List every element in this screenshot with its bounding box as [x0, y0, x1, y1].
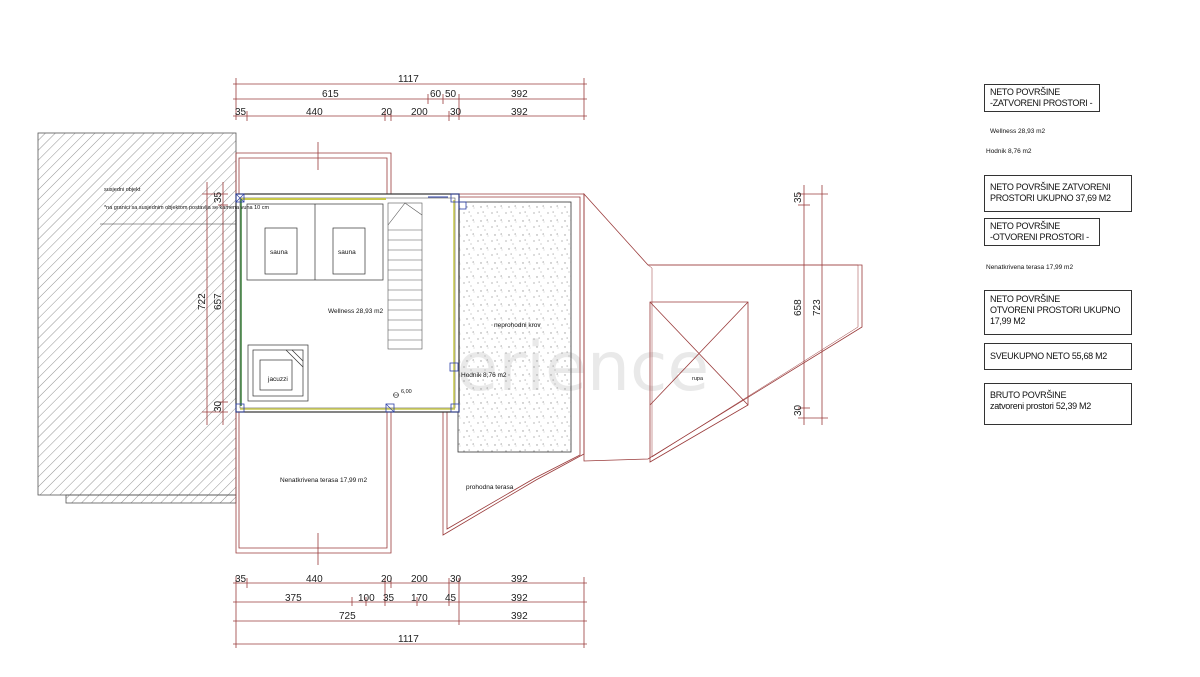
dim-top-35: 35	[235, 107, 247, 118]
dim-bot-375: 375	[285, 593, 302, 604]
level-marker	[393, 392, 399, 398]
dim-top-392b: 392	[511, 107, 528, 118]
dim-bot-200: 200	[411, 574, 428, 585]
right-dimensions	[798, 185, 828, 425]
label-sauna-1: sauna	[270, 249, 288, 256]
label-walkable-terrace: prohodna terasa	[466, 484, 514, 491]
dim-top-392a: 392	[511, 89, 528, 100]
legend-wellness-line: Wellness 28,93 m2	[990, 128, 1046, 135]
sauna-rooms	[246, 203, 384, 281]
dim-right-35: 35	[793, 191, 804, 203]
dim-top-200: 200	[411, 107, 428, 118]
left-dimensions	[202, 182, 228, 425]
top-dimensions	[233, 78, 587, 121]
dim-bot-440: 440	[306, 574, 323, 585]
dim-bot-35: 35	[235, 574, 247, 585]
legend-terrace-line: Nenatkrivena terasa 17,99 m2	[986, 264, 1074, 271]
dim-top-total: 1117	[398, 74, 419, 85]
dim-left-35: 35	[213, 191, 224, 203]
label-wellness: Wellness 28,93 m2	[328, 308, 384, 315]
dim-top-615: 615	[322, 89, 339, 100]
bottom-dimensions	[233, 577, 587, 648]
terrace-outlines	[235, 142, 863, 565]
label-roof: neprohodni krov	[494, 322, 541, 329]
dim-top-20: 20	[381, 107, 393, 118]
dim-bot-725: 725	[339, 611, 356, 622]
dim-bot-170: 170	[411, 593, 428, 604]
dim-bot-30: 30	[450, 574, 462, 585]
jacuzzi-tub	[247, 344, 309, 402]
legend-gross: BRUTO POVRŠINE zatvoreni prostori 52,39 …	[984, 383, 1132, 425]
label-level: 6,00	[401, 389, 412, 395]
label-hallway: Hodnik 8,76 m2	[461, 372, 507, 379]
dim-right-658: 658	[793, 299, 804, 316]
label-neighbor-note: *na granici sa susjednim objektom postav…	[104, 205, 270, 211]
label-terrace-uncovered: Nenatkrivena terasa 17,99 m2	[280, 477, 367, 484]
dim-left-30: 30	[213, 400, 224, 412]
dim-bot-392a: 392	[511, 574, 528, 585]
dim-top-30: 30	[450, 107, 462, 118]
label-neighbor-title: susjedni objekt	[104, 187, 141, 193]
label-jacuzzi: jacuzzi	[267, 376, 288, 383]
dim-right-30: 30	[793, 404, 804, 416]
dim-left-657: 657	[213, 293, 224, 310]
dim-top-50: 50	[445, 89, 457, 100]
label-sauna-2: sauna	[338, 249, 356, 256]
dim-bot-100: 100	[358, 593, 375, 604]
label-hole: rupa	[692, 376, 704, 382]
staircase	[387, 202, 423, 350]
dim-bot-45: 45	[445, 593, 457, 604]
dim-left-722: 722	[197, 293, 208, 310]
dim-bot-392c: 392	[511, 611, 528, 622]
dim-top-60: 60	[430, 89, 442, 100]
dim-bot-20: 20	[381, 574, 393, 585]
dim-right-723: 723	[812, 299, 823, 316]
neighbor-building	[37, 132, 237, 504]
dim-bot-35b: 35	[383, 593, 395, 604]
legend-net-closed-total: NETO POVRŠINE ZATVORENI PROSTORI UKUPNO …	[984, 175, 1132, 212]
legend-net-open-total: NETO POVRŠINE OTVORENI PROSTORI UKUPNO 1…	[984, 290, 1132, 335]
dim-top-440: 440	[306, 107, 323, 118]
legend-net-open-title: NETO POVRŠINE -OTVORENI PROSTORI -	[984, 218, 1100, 246]
dim-bot-392b: 392	[511, 593, 528, 604]
dim-bot-total: 1117	[398, 634, 419, 645]
legend-hallway-line: Hodnik 8,76 m2	[986, 148, 1032, 155]
legend-net-closed-title: NETO POVRŠINE -ZATVORENI PROSTORI -	[984, 84, 1100, 112]
legend-net-grand-total: SVEUKUPNO NETO 55,68 M2	[984, 343, 1132, 370]
